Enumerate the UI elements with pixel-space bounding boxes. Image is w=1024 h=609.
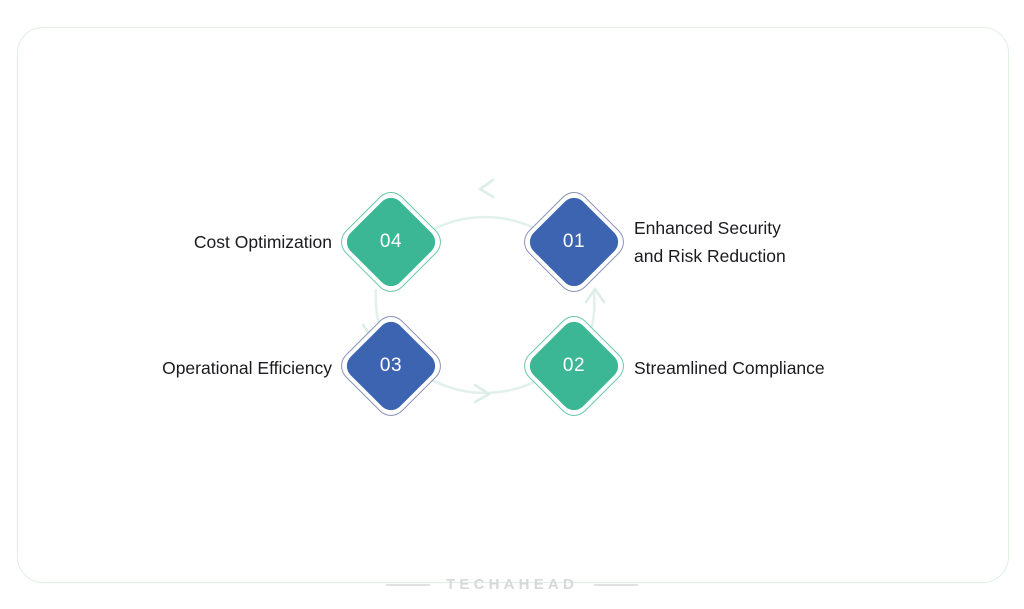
arrow-bottom-icon — [473, 383, 491, 404]
cycle-label-04: Cost Optimization — [193, 232, 332, 252]
arrow-right-icon — [584, 287, 606, 304]
cycle-node-01[interactable]: 01 — [517, 185, 631, 299]
cycle-node-03[interactable]: 03 — [334, 309, 448, 423]
diagram-card — [17, 27, 1009, 583]
node-04-number: 04 — [379, 231, 403, 252]
cycle-label-02: Streamlined Compliance — [634, 358, 825, 378]
node-01-number: 01 — [562, 231, 586, 252]
cycle-node-02[interactable]: 02 — [517, 309, 631, 423]
node-03-number: 03 — [379, 355, 403, 376]
cycle-label-01: Enhanced Security and Risk Reduction — [634, 218, 786, 266]
arrow-top-icon — [478, 178, 495, 199]
cycle-label-03: Operational Efficiency — [162, 358, 332, 378]
cycle-node-04[interactable]: 04 — [334, 185, 448, 299]
node-02-number: 02 — [562, 355, 586, 376]
